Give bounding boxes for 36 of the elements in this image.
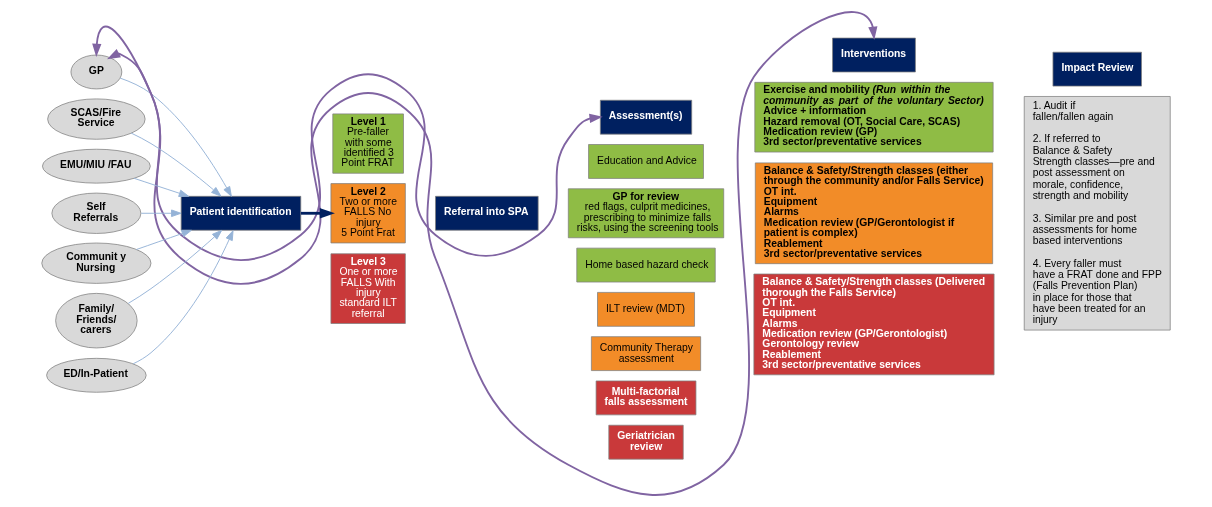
node-box: ILT review (MDT) bbox=[597, 292, 695, 327]
node-box: Assessment(s) bbox=[599, 99, 693, 135]
node-box: 1. Audit if fallen/fallen again 2. If referred to Balance & Safety Strength classes—pre and post assessment on morale, confidence, strength and mobility 3. Similar pre and post assessments for home based interventions 4. Every faller must have a FRAT done and FPP (Falls Prevention Plan) in place for those that have been treated for an injury bbox=[1023, 96, 1171, 331]
node-box: Exercise and mobility (Run within the community as part of the voluntary Sector) Advice + information Hazard removal (OT, Social Care, SCAS) Medication review (GP) 3rd sector/preventative services bbox=[754, 81, 994, 153]
node-box: Education and Advice bbox=[588, 144, 704, 179]
node-box: Multi-factorial falls assessment bbox=[595, 380, 697, 416]
node-ellipse: ED/In-Patient bbox=[46, 357, 147, 393]
arrow bbox=[132, 230, 234, 365]
arrow bbox=[119, 77, 232, 197]
node-box: Interventions bbox=[832, 37, 916, 73]
arrow bbox=[135, 229, 192, 251]
node-box: Level 3 One or more FALLS With injury standard ILT referral bbox=[330, 253, 406, 324]
arrow bbox=[133, 177, 190, 197]
arrow bbox=[140, 209, 182, 218]
arrow bbox=[92, 11, 878, 496]
arrow bbox=[127, 229, 223, 304]
node-ellipse: Communit y Nursing bbox=[41, 242, 152, 284]
arrow bbox=[130, 132, 222, 197]
node-box: Level 1 Pre-faller with some identified 3 Point FRAT bbox=[332, 113, 404, 174]
arrow bbox=[107, 49, 603, 261]
node-box: Balance & Safety/Strength classes (Delivered thorough the Falls Service) OT int. Equipment Alarms Medication review (GP/Gerontologist) Gerontology review Reablement 3rd sector/preventative services bbox=[753, 273, 995, 376]
arrow bbox=[300, 208, 335, 219]
node-ellipse: EMU/MIU /FAU bbox=[42, 148, 151, 184]
node-box: Balance & Safety/Strength classes (either through the community and/or Falls Service) OT int. Equipment Alarms Medication review (GP/Gerontologist if patient is complex) Reablement 3rd sector/preventative services bbox=[754, 162, 994, 265]
node-ellipse: Self Referrals bbox=[51, 192, 142, 234]
node-box: Level 2 Two or more FALLS No injury 5 Point Frat bbox=[330, 183, 406, 244]
node-ellipse: SCAS/Fire Service bbox=[47, 98, 146, 140]
node-ellipse: GP bbox=[70, 54, 123, 90]
node-box: Patient identification bbox=[180, 195, 302, 231]
node-ellipse: Family/ Friends/ carers bbox=[55, 293, 138, 349]
node-box: Community Therapy assessment bbox=[591, 336, 702, 371]
node-box: GP for review red flags, culprit medicines, prescribing to minimize falls risks, using the screening tools bbox=[567, 188, 725, 239]
node-box: Impact Review bbox=[1052, 51, 1142, 87]
node-box: Referral into SPA bbox=[435, 195, 539, 231]
node-box: Geriatrician review bbox=[608, 424, 684, 460]
node-box: Home based hazard check bbox=[576, 247, 716, 283]
